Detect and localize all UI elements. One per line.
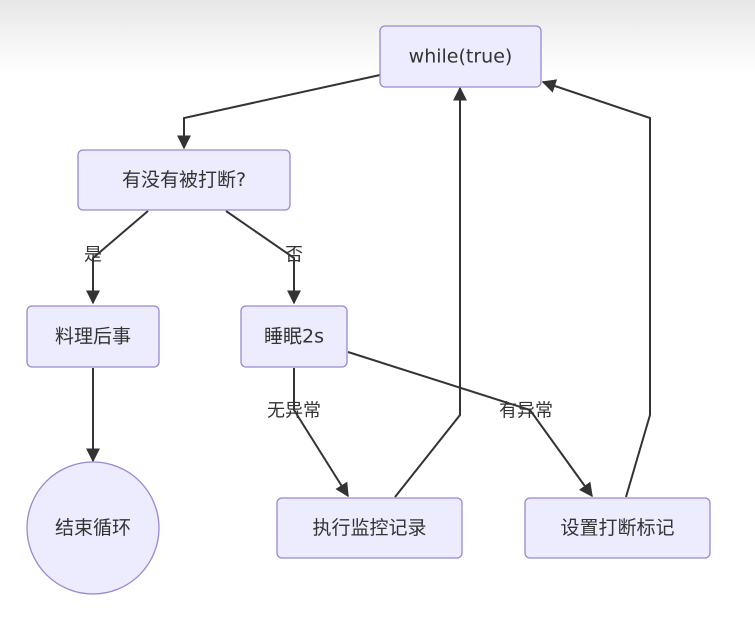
edge-sleep-to-setflag xyxy=(347,351,593,498)
node-interrupt-check[interactable]: 有没有被打断? xyxy=(77,149,291,211)
node-end-loop[interactable]: 结束循环 xyxy=(26,461,160,595)
node-label: 睡眠2s xyxy=(264,326,324,348)
node-while-true[interactable]: while(true) xyxy=(379,25,542,88)
edge-label-no-exception: 无异常 xyxy=(267,401,321,422)
edge-setflag-to-loop xyxy=(541,79,651,498)
edge-label-no: 否 xyxy=(285,245,303,266)
node-set-interrupt-flag[interactable]: 设置打断标记 xyxy=(524,497,711,559)
node-label: 料理后事 xyxy=(55,326,131,348)
edge-label-exception: 有异常 xyxy=(499,401,553,422)
edge-loop-to-check xyxy=(177,74,381,150)
edge-record-to-loop xyxy=(394,86,467,498)
edge-label-yes: 是 xyxy=(84,245,102,266)
edges xyxy=(86,74,651,498)
node-label: 设置打断标记 xyxy=(560,517,674,539)
edge-check-to-cleanup xyxy=(86,210,149,305)
node-execute-record[interactable]: 执行监控记录 xyxy=(276,497,463,559)
node-label: 有没有被打断? xyxy=(122,169,246,191)
node-sleep[interactable]: 睡眠2s xyxy=(240,305,348,368)
edge-check-to-sleep xyxy=(225,210,301,305)
edge-sleep-to-record xyxy=(293,368,349,498)
edge-labels: 是 否 无异常 有异常 xyxy=(84,245,553,422)
node-label: while(true) xyxy=(409,46,513,68)
node-label: 结束循环 xyxy=(55,517,131,539)
node-cleanup[interactable]: 料理后事 xyxy=(26,305,160,368)
node-label: 执行监控记录 xyxy=(312,517,426,539)
